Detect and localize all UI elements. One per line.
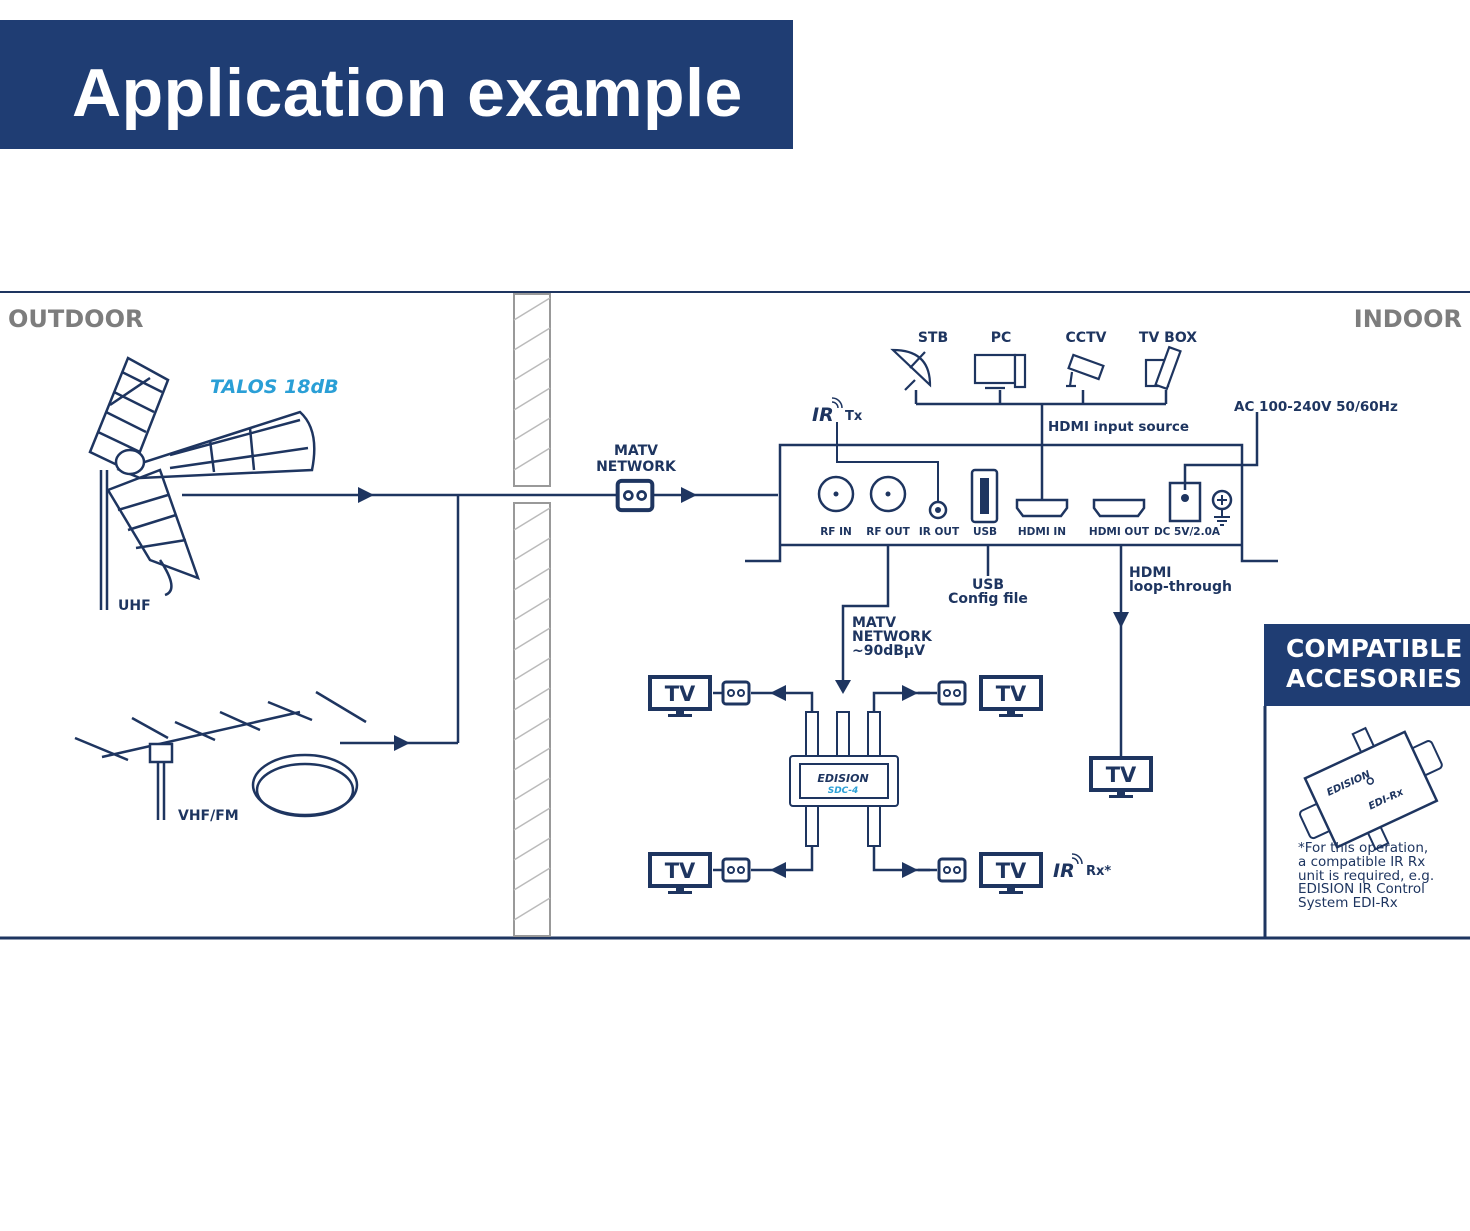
splitter-device: EDISION SDC-4	[789, 711, 899, 847]
tv-bottom-left: TV	[650, 854, 710, 894]
tv-top-left: TV	[650, 677, 710, 717]
vhf-antenna-icon	[74, 690, 367, 820]
tv-hdmi: TV	[1091, 758, 1151, 798]
accessories-title: COMPATIBLE ACCESORIES	[1286, 634, 1463, 693]
edi-rx-device-icon: EDISION EDI-Rx	[1299, 726, 1443, 851]
ir-tx-icon: IR	[812, 404, 834, 426]
port-label-rf-out: RF OUT	[866, 526, 910, 538]
vhf-label: VHF/FM	[178, 808, 239, 824]
source-cctv-label: CCTV	[1066, 330, 1107, 346]
uhf-label: UHF	[118, 598, 151, 614]
hdmi-loop-line2: loop-through	[1129, 579, 1232, 595]
hdmi-input-source-label: HDMI input source	[1048, 419, 1189, 435]
ir-rx-label: Rx*	[1086, 864, 1111, 879]
port-label-ir-out: IR OUT	[919, 526, 960, 538]
accessories-header: COMPATIBLE ACCESORIES	[1264, 624, 1470, 706]
hdmi-out-port-icon	[1092, 498, 1146, 518]
hdmi-source-bus	[914, 390, 1168, 500]
port-label-dc: DC 5V/2.0A	[1154, 526, 1221, 538]
indoor-label: INDOOR	[1354, 305, 1462, 333]
splitter-brand: EDISION	[817, 772, 868, 785]
matv-output-arrow	[835, 680, 851, 694]
outdoor-label: OUTDOOR	[8, 305, 143, 333]
port-label-rf-in: RF IN	[820, 526, 852, 538]
usb-note-line2: Config file	[948, 591, 1028, 607]
ground-symbol-icon	[1214, 495, 1230, 526]
tv-box-remote-icon	[1144, 345, 1182, 391]
matv-output-line1: MATV	[852, 615, 896, 631]
splitter-model: SDC-4	[828, 786, 859, 796]
antenna-brand: TALOS 18dB	[210, 376, 339, 398]
socket-top-left-icon	[721, 680, 751, 706]
uhf-antenna-icon	[88, 356, 316, 610]
feed-arrows	[358, 487, 697, 751]
matv-output-line3: ~90dBµV	[852, 643, 925, 659]
hdmi-loop-arrow	[1113, 612, 1129, 628]
modulator-device	[745, 443, 1278, 563]
port-label-hdmi-in: HDMI IN	[1018, 526, 1066, 538]
title-banner: Application example	[0, 20, 793, 149]
hdmi-loop-line1: HDMI	[1129, 565, 1171, 581]
accessories-note: *For this operation, a compatible IR Rx …	[1298, 840, 1435, 912]
tv-top-right: TV	[981, 677, 1041, 717]
page-title: Application example	[72, 55, 743, 131]
tv-bottom-right: TV	[981, 854, 1041, 894]
power-label: AC 100-240V 50/60Hz	[1234, 399, 1398, 415]
matv-socket-icon	[618, 481, 653, 510]
ir-tx-label: Tx	[845, 409, 863, 424]
ir-rx-icon: IR	[1053, 860, 1075, 882]
matv-output-line2: NETWORK	[852, 629, 933, 645]
splitter-arrows	[770, 685, 918, 878]
port-label-hdmi-out: HDMI OUT	[1089, 526, 1150, 538]
usb-note-line1: USB	[972, 577, 1004, 593]
tv-label: TV	[996, 859, 1027, 883]
source-pc-label: PC	[991, 330, 1012, 346]
hdmi-in-port-icon	[1015, 498, 1069, 518]
tv-label: TV	[1106, 763, 1137, 787]
socket-bottom-right-icon	[937, 857, 967, 883]
tv-label: TV	[665, 859, 696, 883]
tv-label: TV	[996, 682, 1027, 706]
port-label-usb: USB	[973, 526, 997, 538]
socket-bottom-left-icon	[721, 857, 751, 883]
tv-label: TV	[665, 682, 696, 706]
ir-tx-cable	[836, 422, 939, 502]
power-cable	[1183, 412, 1259, 490]
pc-icon	[973, 353, 1027, 390]
matv-output-line	[841, 545, 890, 690]
source-stb-label: STB	[918, 330, 948, 346]
matv-label-line1: MATV	[614, 443, 658, 459]
cctv-camera-icon	[1066, 353, 1105, 388]
satellite-dish-icon	[890, 348, 932, 391]
wall	[513, 293, 551, 937]
source-tvbox-label: TV BOX	[1139, 330, 1197, 346]
socket-top-right-icon	[937, 680, 967, 706]
matv-label-line2: NETWORK	[596, 459, 677, 475]
